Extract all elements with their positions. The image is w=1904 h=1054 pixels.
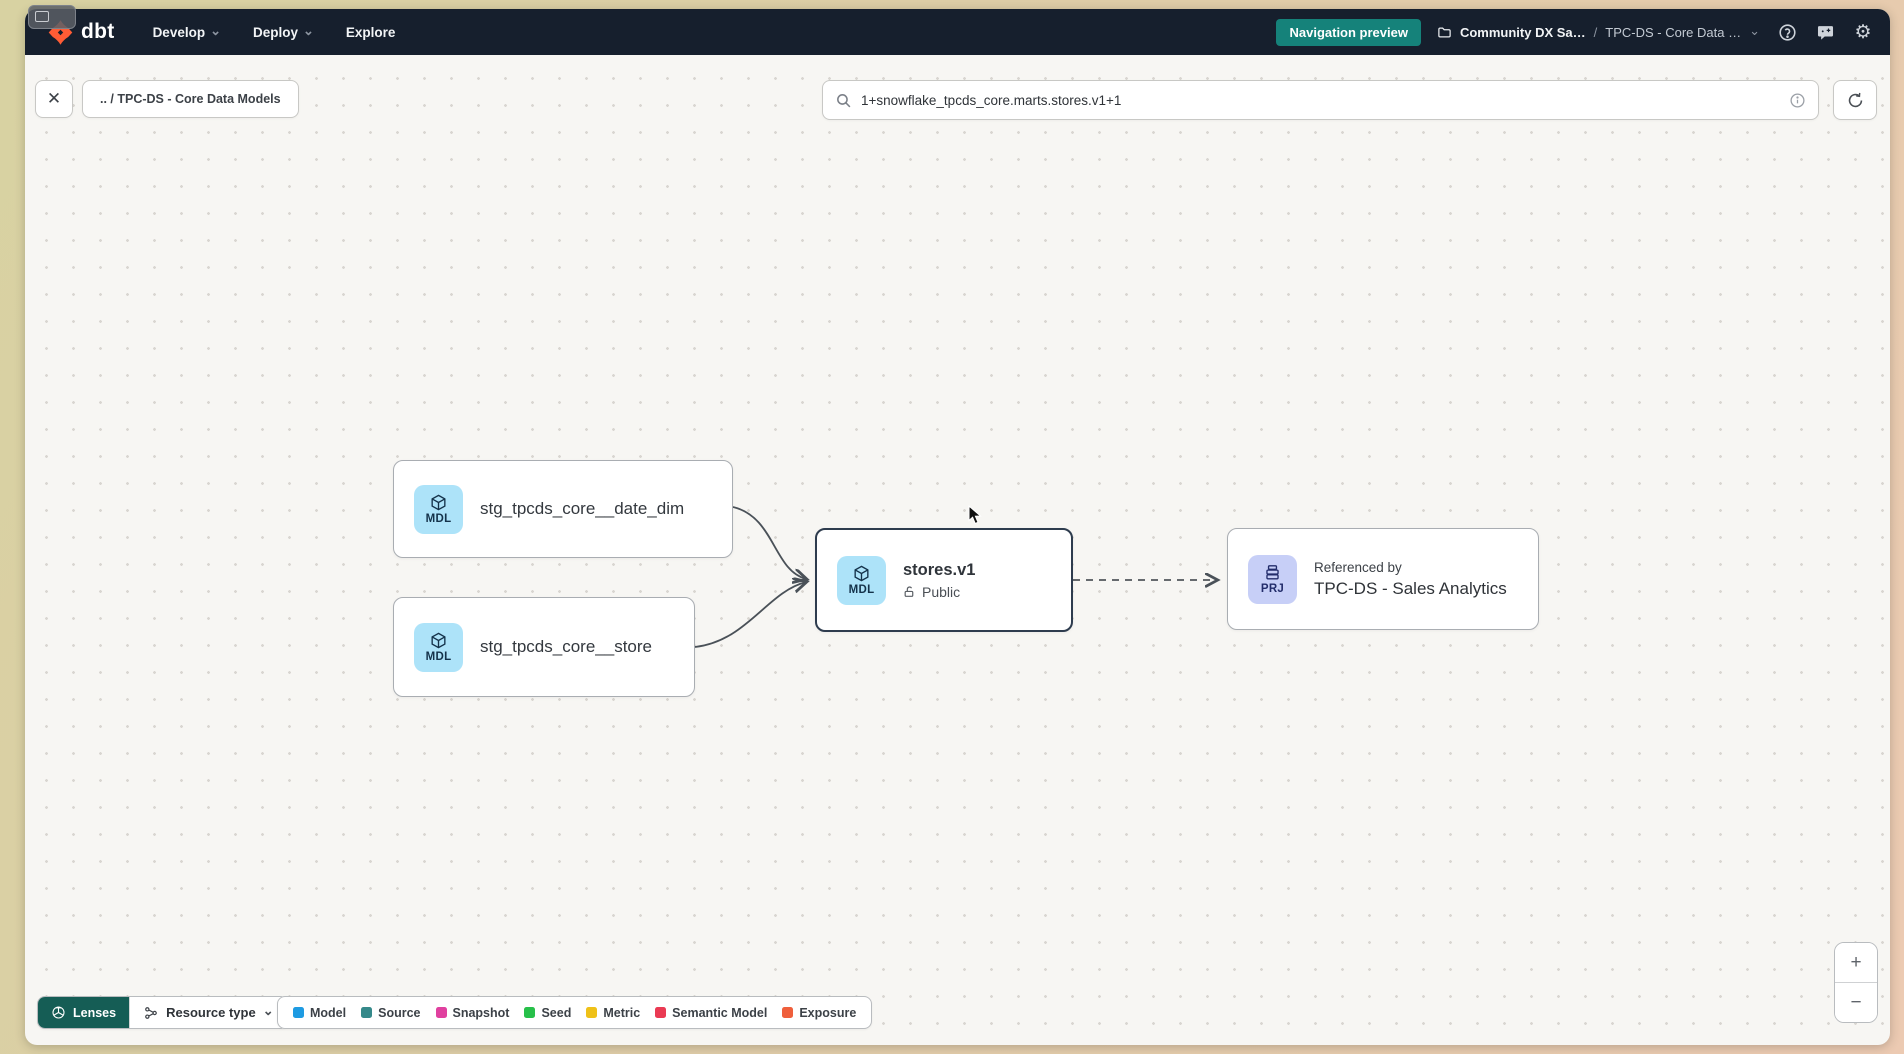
legend-label: Model [310, 1005, 347, 1020]
access-row: Public [903, 584, 975, 600]
lens-icon [52, 1006, 65, 1019]
zoom-out-button[interactable]: − [1835, 983, 1877, 1022]
legend-item-model: Model [293, 1006, 346, 1020]
nav-item-develop[interactable]: Develop ⌄ [152, 22, 221, 40]
legend-swatch [435, 1007, 447, 1018]
archive-icon [1266, 565, 1279, 580]
chevron-down-icon: ⌄ [262, 1003, 274, 1018]
dbt-logo[interactable]: dbt [47, 19, 115, 46]
lenses-label: Lenses [73, 1005, 117, 1020]
chip-label: .. / TPC-DS - Core Data Models [100, 92, 281, 106]
lenses-button[interactable]: Lenses [38, 997, 130, 1028]
badge-label: MDL [848, 584, 875, 596]
chevron-down-icon: ⌄ [210, 22, 221, 38]
navbar-right: Navigation preview Community DX Sa… / TP… [1276, 18, 1874, 46]
nav-item-label: Explore [345, 24, 396, 40]
node-label: stores.v1 [903, 560, 976, 579]
lineage-node-date-dim[interactable]: MDL stg_tpcds_core__date_dim [393, 460, 733, 558]
lineage-search-bar [822, 80, 1819, 120]
zoom-controls: + − [1834, 942, 1878, 1023]
breadcrumb[interactable]: Community DX Sa… / TPC-DS - Core Data … … [1437, 22, 1760, 40]
cube-icon [431, 494, 446, 511]
info-icon[interactable] [1789, 92, 1806, 109]
chevron-down-icon: ⌄ [303, 22, 314, 38]
badge-label: MDL [425, 651, 452, 663]
breadcrumb-separator: / [1593, 24, 1598, 40]
project-badge: PRJ [1248, 554, 1297, 604]
legend-item-semantic-model: Semantic Model [655, 1006, 767, 1020]
node-label: TPC-DS - Sales Analytics [1314, 578, 1507, 598]
folder-icon [1438, 27, 1451, 37]
referenced-by-label: Referenced by [1314, 559, 1402, 575]
divider [1835, 982, 1877, 983]
dbt-logo-icon [48, 19, 73, 45]
refresh-icon [1848, 92, 1862, 107]
breadcrumb-section[interactable]: TPC-DS - Core Data … [1605, 24, 1742, 40]
legend-swatch [586, 1007, 598, 1018]
lens-controls: Lenses Resource type ⌄ [37, 996, 288, 1029]
main-nav: Develop ⌄ Deploy ⌄ Explore [152, 22, 396, 40]
legend-swatch [782, 1007, 794, 1018]
graph-icon [145, 1006, 157, 1019]
legend-item-source: Source [361, 1005, 421, 1020]
dbt-logo-text: dbt [81, 20, 115, 43]
legend-swatch [361, 1007, 373, 1018]
feedback-icon[interactable] [1814, 21, 1836, 43]
cube-icon [854, 565, 869, 582]
legend-swatch [655, 1007, 667, 1018]
nav-item-label: Develop [152, 24, 206, 40]
nav-item-explore[interactable]: Explore [346, 25, 396, 40]
access-label: Public [922, 583, 961, 600]
resource-type-legend: Model Source Snapshot Seed Metric Semant… [277, 996, 873, 1029]
legend-label: Snapshot [452, 1005, 510, 1020]
legend-label: Source [378, 1005, 421, 1020]
badge-label: PRJ [1260, 583, 1285, 595]
legend-label: Exposure [799, 1005, 857, 1020]
model-badge: MDL [414, 622, 463, 672]
screenshot-icon [35, 11, 49, 22]
resource-type-dropdown[interactable]: Resource type ⌄ [129, 997, 287, 1028]
lineage-node-stores-v1[interactable]: MDL stores.v1 Public [815, 528, 1073, 632]
search-input[interactable] [861, 92, 1780, 108]
legend-item-seed: Seed [524, 1006, 571, 1020]
node-label: stg_tpcds_core__store [480, 637, 652, 656]
navigation-preview-badge[interactable]: Navigation preview [1276, 18, 1421, 46]
resource-type-label: Resource type [166, 1005, 256, 1020]
legend-swatch [293, 1007, 304, 1018]
node-label: stg_tpcds_core__date_dim [480, 499, 685, 518]
zoom-in-button[interactable]: + [1835, 943, 1877, 982]
chevron-down-icon[interactable]: ⌄ [1749, 22, 1760, 38]
model-badge: MDL [414, 484, 463, 534]
model-badge: MDL [837, 555, 886, 605]
badge-label: MDL [425, 513, 452, 525]
lineage-edges [694, 506, 1890, 648]
app-window: dbt Develop ⌄ Deploy ⌄ Explore Navigatio… [25, 9, 1890, 1045]
close-icon: ✕ [46, 89, 62, 108]
legend-item-metric: Metric [586, 1006, 640, 1020]
close-button[interactable]: ✕ [35, 80, 73, 118]
unlock-icon [904, 585, 914, 597]
refresh-button[interactable] [1833, 80, 1877, 120]
breadcrumb-project[interactable]: Community DX Sa… [1459, 24, 1586, 40]
lineage-node-referenced-project[interactable]: PRJ Referenced by TPC-DS - Sales Analyti… [1227, 528, 1539, 630]
legend-label: Semantic Model [672, 1005, 768, 1020]
lineage-node-store[interactable]: MDL stg_tpcds_core__store [393, 597, 695, 697]
legend-item-exposure: Exposure [782, 1006, 856, 1020]
legend-item-snapshot: Snapshot [435, 1005, 510, 1020]
nav-item-deploy[interactable]: Deploy ⌄ [253, 22, 314, 40]
screen-capture-artifact [28, 5, 76, 29]
lineage-canvas[interactable]: MDL stg_tpcds_core__date_dim MDL stg_tpc… [25, 55, 1890, 1045]
nav-item-label: Deploy [253, 24, 299, 40]
cube-icon [431, 632, 446, 649]
help-icon[interactable] [1776, 21, 1798, 43]
legend-label: Metric [603, 1005, 641, 1020]
top-navbar: dbt Develop ⌄ Deploy ⌄ Explore Navigatio… [25, 9, 1890, 55]
legend-label: Seed [541, 1005, 572, 1020]
legend-swatch [524, 1007, 536, 1018]
search-icon [837, 93, 851, 107]
gear-icon[interactable]: ⚙ [1854, 21, 1872, 43]
lineage-breadcrumb-chip[interactable]: .. / TPC-DS - Core Data Models [82, 80, 299, 118]
